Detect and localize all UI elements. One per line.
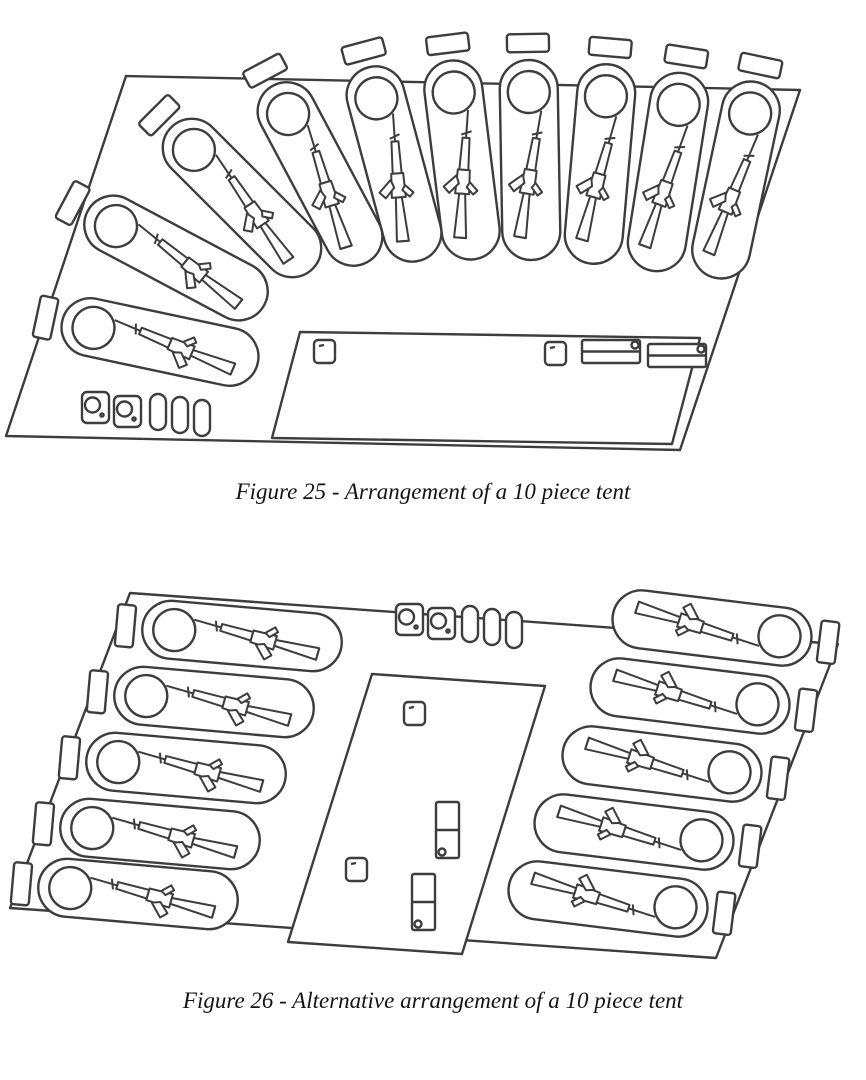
bottle-icon — [170, 395, 190, 435]
table-icon — [410, 872, 437, 932]
sleeping-bag — [86, 662, 316, 741]
pot-icon — [394, 602, 425, 637]
stool-icon — [312, 338, 337, 365]
bottle-icon — [148, 392, 168, 432]
ground-sheet — [286, 672, 547, 956]
stool-icon — [402, 700, 427, 727]
bottle-icon — [482, 607, 502, 647]
sleeping-bag — [58, 728, 288, 807]
table-icon — [646, 342, 708, 369]
sleeping-bag — [560, 36, 639, 266]
stool-icon — [543, 340, 568, 367]
figure-25-caption: Figure 25 - Arrangement of a 10 piece te… — [235, 479, 631, 504]
sleeping-bag — [497, 34, 561, 261]
stool-icon — [344, 856, 369, 883]
pot-icon — [112, 394, 143, 429]
pot-icon — [80, 390, 111, 425]
figure-26: Figure 26 - Alternative arrangement of a… — [0, 571, 866, 1017]
pot-icon — [426, 606, 457, 641]
figure-26-diagram — [0, 571, 866, 960]
bottle-icon — [460, 604, 480, 644]
sleeping-bag — [114, 596, 344, 675]
figure-25: Figure 25 - Arrangement of a 10 piece te… — [0, 0, 866, 508]
figure-25-diagram — [4, 0, 802, 452]
bottle-icon — [192, 398, 212, 438]
table-icon — [434, 800, 461, 860]
figure-26-caption: Figure 26 - Alternative arrangement of a… — [182, 988, 684, 1013]
sleeping-bag — [609, 585, 841, 672]
bottle-icon — [504, 610, 524, 650]
table-icon — [580, 338, 642, 365]
